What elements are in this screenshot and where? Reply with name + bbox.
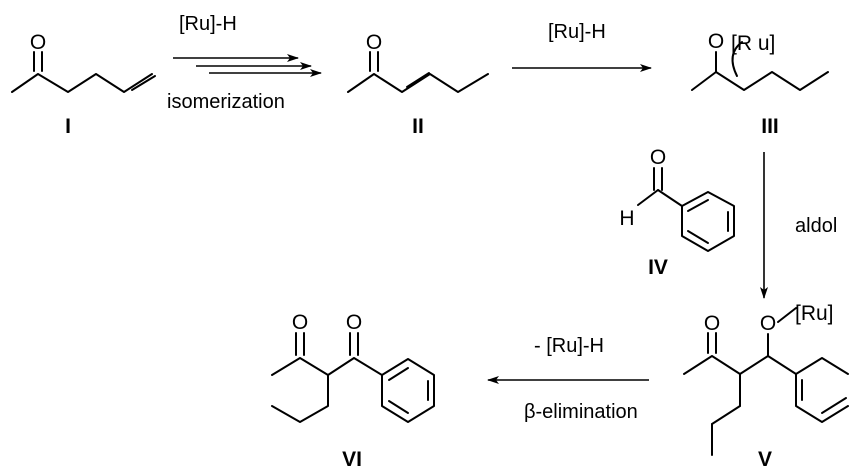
double-bond-line — [406, 72, 430, 88]
compound-v-structure: O O [Ru] — [683, 302, 849, 456]
oxygen-atom: O — [346, 311, 362, 334]
compound-iii-structure: O [R u] — [691, 30, 829, 91]
benzene-ring — [381, 358, 435, 423]
oxygen-atom: O — [30, 31, 46, 54]
step1-reagent: [Ru]-H — [179, 13, 237, 35]
benzene-ring — [795, 357, 849, 423]
step4-label: β-elimination — [524, 401, 638, 423]
oxygen-atom: O — [704, 312, 720, 335]
oxygen-atom: O — [366, 31, 382, 54]
benzene-ring — [681, 191, 735, 252]
compound-label-i: I — [65, 115, 71, 138]
isomerization-arrows — [173, 54, 322, 77]
ru-fragment: [Ru] — [795, 302, 834, 325]
double-bond-line — [131, 75, 156, 91]
step2-reagent: [Ru]-H — [548, 21, 606, 43]
compound-label-v: V — [758, 448, 772, 470]
compound-label-ii: II — [412, 115, 424, 138]
compound-ii-structure: O — [347, 31, 489, 93]
ru-fragment: [R u] — [731, 32, 775, 55]
compound-iv-structure: O H — [619, 146, 735, 252]
compound-vi-structure: O O — [271, 311, 435, 423]
compound-label-iii: III — [761, 115, 779, 138]
compound-i-structure: O — [11, 31, 156, 93]
step4-reagent: - [Ru]-H — [534, 335, 604, 357]
oxygen-atom: O — [708, 30, 724, 53]
oxygen-atom: O — [760, 312, 776, 335]
oxygen-atom: O — [650, 146, 666, 169]
compound-label-vi: VI — [342, 448, 362, 470]
step3-label: aldol — [795, 215, 837, 237]
step1-label: isomerization — [167, 91, 285, 113]
oxygen-atom: O — [292, 311, 308, 334]
hydrogen-atom: H — [619, 207, 634, 230]
compound-label-iv: IV — [648, 256, 668, 279]
delocalization-arc — [731, 41, 743, 77]
